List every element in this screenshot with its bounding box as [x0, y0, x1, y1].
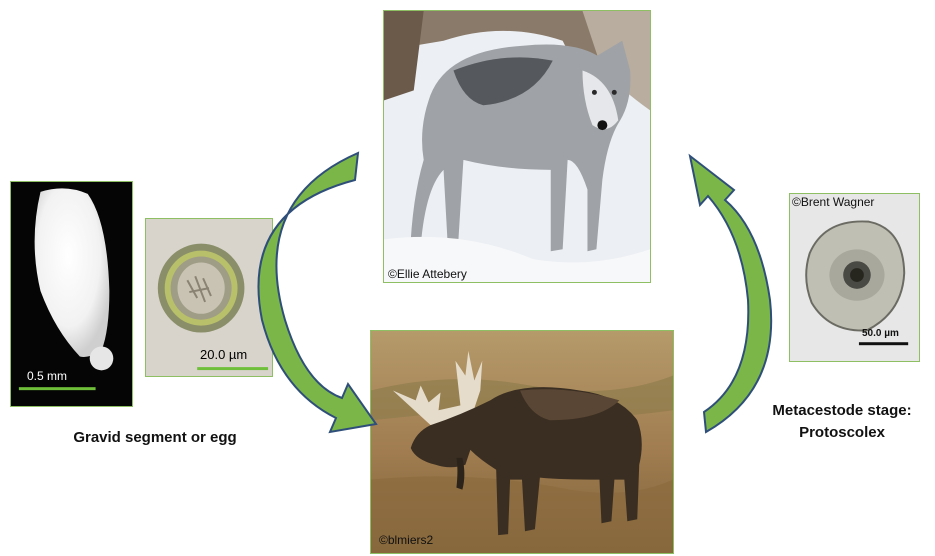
egg-image: 20.0 µm [145, 218, 273, 377]
wolf-credit: ©Ellie Attebery [388, 267, 467, 281]
arrow-moose-to-wolf [690, 156, 771, 432]
metacestode-caption: Metacestode stage: Protoscolex [752, 400, 932, 444]
moose-credit: ©blmiers2 [379, 533, 433, 547]
egg-scale-label: 20.0 µm [200, 347, 247, 362]
segment-scale-label: 0.5 mm [27, 369, 67, 383]
arrow-wolf-to-moose [258, 153, 376, 432]
gravid-segment-image: 0.5 mm [10, 181, 133, 407]
protoscolex-scale-label: 50.0 µm [862, 328, 899, 339]
protoscolex-credit: ©Brent Wagner [792, 195, 874, 209]
protoscolex-image: ©Brent Wagner 50.0 µm [789, 193, 920, 362]
egg-stage-label: Gravid segment or egg [73, 429, 236, 446]
egg-stage-caption: Gravid segment or egg [20, 427, 290, 449]
moose-image: ©blmiers2 [370, 330, 674, 554]
metacestode-label-line1: Metacestode stage: [752, 400, 932, 422]
wolf-image: ©Ellie Attebery [383, 10, 651, 283]
metacestode-label-line2: Protoscolex [752, 422, 932, 444]
